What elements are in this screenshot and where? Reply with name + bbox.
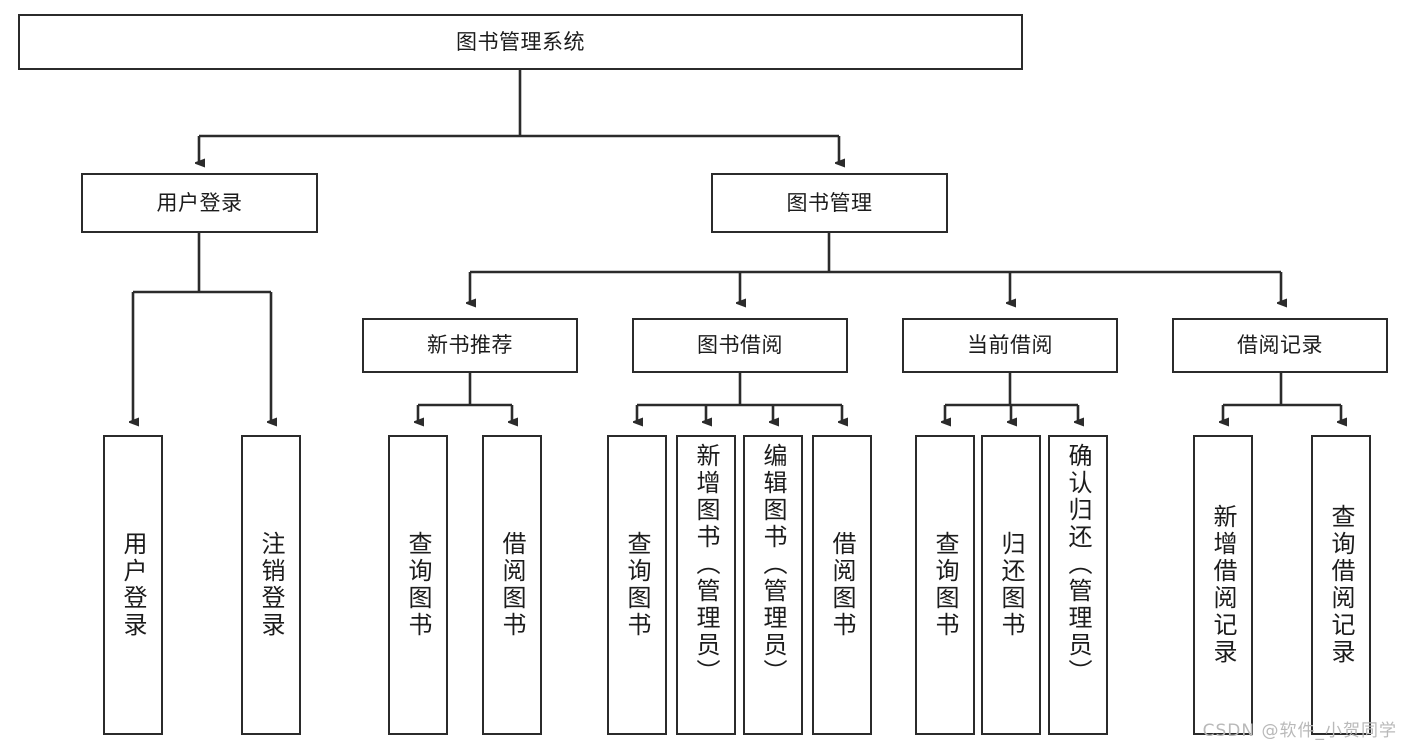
node-leaf-query-book-3[interactable]: 查询图书: [915, 435, 975, 735]
node-leaf-add-book-admin-label: 新增图书（管理员）: [692, 443, 720, 686]
node-leaf-query-book-3-label: 查询图书: [931, 531, 959, 639]
node-book-manage-label: 图书管理: [786, 190, 873, 215]
node-leaf-edit-book-admin-label: 编辑图书（管理员）: [759, 443, 787, 686]
node-root[interactable]: 图书管理系统: [18, 14, 1023, 70]
node-leaf-edit-book-admin[interactable]: 编辑图书（管理员）: [743, 435, 803, 735]
node-leaf-user-login[interactable]: 用户登录: [103, 435, 163, 735]
node-leaf-confirm-return-admin[interactable]: 确认归还（管理员）: [1048, 435, 1108, 735]
node-leaf-user-login-label: 用户登录: [119, 531, 147, 639]
node-leaf-query-book-1[interactable]: 查询图书: [388, 435, 448, 735]
node-leaf-logout-login[interactable]: 注销登录: [241, 435, 301, 735]
node-leaf-borrow-book-2-label: 借阅图书: [828, 531, 856, 639]
node-leaf-return-book[interactable]: 归还图书: [981, 435, 1041, 735]
node-leaf-add-borrow-record[interactable]: 新增借阅记录: [1193, 435, 1253, 735]
node-borrow-record[interactable]: 借阅记录: [1172, 318, 1388, 373]
node-leaf-borrow-book-2[interactable]: 借阅图书: [812, 435, 872, 735]
node-leaf-borrow-book-1-label: 借阅图书: [498, 531, 526, 639]
node-book-manage[interactable]: 图书管理: [711, 173, 948, 233]
node-current-borrow-label: 当前借阅: [967, 333, 1053, 358]
node-user-login-label: 用户登录: [156, 190, 243, 215]
node-leaf-query-book-1-label: 查询图书: [404, 531, 432, 639]
node-user-login[interactable]: 用户登录: [81, 173, 318, 233]
node-current-borrow[interactable]: 当前借阅: [902, 318, 1118, 373]
csdn-watermark: CSDN @软件_小贺同学: [1202, 721, 1397, 741]
node-leaf-return-book-label: 归还图书: [997, 531, 1025, 639]
node-leaf-add-borrow-record-label: 新增借阅记录: [1209, 504, 1237, 666]
node-new-book-recommend-label: 新书推荐: [427, 333, 513, 358]
node-new-book-recommend[interactable]: 新书推荐: [362, 318, 578, 373]
node-book-borrow[interactable]: 图书借阅: [632, 318, 848, 373]
node-book-borrow-label: 图书借阅: [697, 333, 783, 358]
node-leaf-logout-login-label: 注销登录: [257, 531, 285, 639]
node-leaf-query-borrow-record[interactable]: 查询借阅记录: [1311, 435, 1371, 735]
node-root-label: 图书管理系统: [456, 29, 585, 54]
node-leaf-add-book-admin[interactable]: 新增图书（管理员）: [676, 435, 736, 735]
node-leaf-query-book-2[interactable]: 查询图书: [607, 435, 667, 735]
node-leaf-query-book-2-label: 查询图书: [623, 531, 651, 639]
node-leaf-confirm-return-admin-label: 确认归还（管理员）: [1064, 443, 1092, 686]
node-leaf-borrow-book-1[interactable]: 借阅图书: [482, 435, 542, 735]
node-leaf-query-borrow-record-label: 查询借阅记录: [1327, 504, 1355, 666]
node-borrow-record-label: 借阅记录: [1237, 333, 1323, 358]
